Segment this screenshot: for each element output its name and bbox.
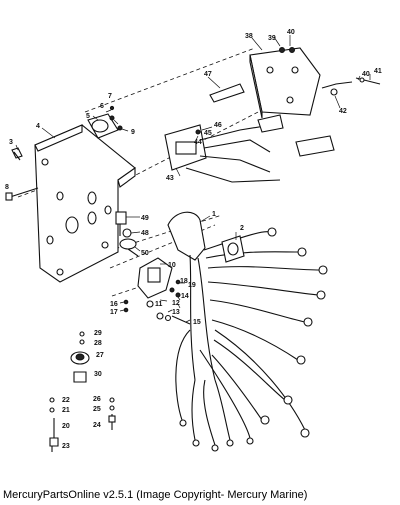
part-label: 10 [168, 262, 176, 269]
part-label: 22 [62, 397, 70, 404]
part-label: 17 [110, 309, 118, 316]
exploded-parts-diagram: 1 2 3 4 5 6 7 8 9 10 11 12 13 14 15 16 1… [5, 29, 382, 452]
part-label: 24 [93, 422, 101, 429]
part-label: 5 [86, 113, 90, 120]
mounting-screws [5, 147, 39, 201]
control-box [209, 47, 381, 119]
part-label: 45 [204, 130, 212, 137]
part-label: 1 [212, 211, 216, 218]
part-label: 30 [94, 371, 102, 378]
switch-assembly [123, 257, 191, 325]
part-label: 48 [141, 230, 149, 237]
mounting-plate [34, 124, 136, 283]
part-label: 29 [94, 330, 102, 337]
part-label: 40 [362, 71, 370, 78]
grommet [221, 235, 245, 263]
part-label: 8 [5, 184, 9, 191]
part-label: 38 [245, 33, 253, 40]
harness-connector [164, 114, 335, 183]
loose-hardware [49, 331, 116, 452]
solenoid [87, 105, 123, 139]
part-label: 2 [240, 225, 244, 232]
part-label: 3 [9, 139, 13, 146]
part-label: 44 [194, 139, 202, 146]
part-label: 6 [100, 103, 104, 110]
part-label: 40 [287, 29, 295, 36]
part-label: 43 [166, 175, 174, 182]
part-label: 19 [188, 282, 196, 289]
part-label: 39 [268, 35, 276, 42]
part-label: 18 [180, 278, 188, 285]
part-label: 42 [339, 108, 347, 115]
part-number-labels: 1 2 3 4 5 6 7 8 9 10 11 12 13 14 15 16 1… [5, 29, 382, 450]
part-label: 21 [62, 407, 70, 414]
part-label: 47 [204, 71, 212, 78]
part-label: 49 [141, 215, 149, 222]
part-label: 20 [62, 423, 70, 430]
main-harness [167, 211, 328, 452]
part-label: 16 [110, 301, 118, 308]
part-label: 4 [36, 123, 40, 130]
part-label: 14 [181, 293, 189, 300]
part-label: 15 [193, 319, 201, 326]
part-label: 7 [108, 93, 112, 100]
part-label: 11 [155, 301, 163, 308]
part-label: 27 [96, 352, 104, 359]
part-label: 41 [374, 68, 382, 75]
part-label: 25 [93, 406, 101, 413]
part-label: 9 [131, 129, 135, 136]
callout-leaders [15, 35, 371, 323]
part-label: 46 [214, 122, 222, 129]
part-label: 28 [94, 340, 102, 347]
part-label: 13 [172, 309, 180, 316]
part-label: 50 [141, 250, 149, 257]
terminal-block [115, 211, 139, 257]
part-label: 23 [62, 443, 70, 450]
image-caption: MercuryPartsOnline v2.5.1 (Image Copyrig… [3, 489, 308, 501]
part-label: 12 [172, 300, 180, 307]
part-label: 26 [93, 396, 101, 403]
